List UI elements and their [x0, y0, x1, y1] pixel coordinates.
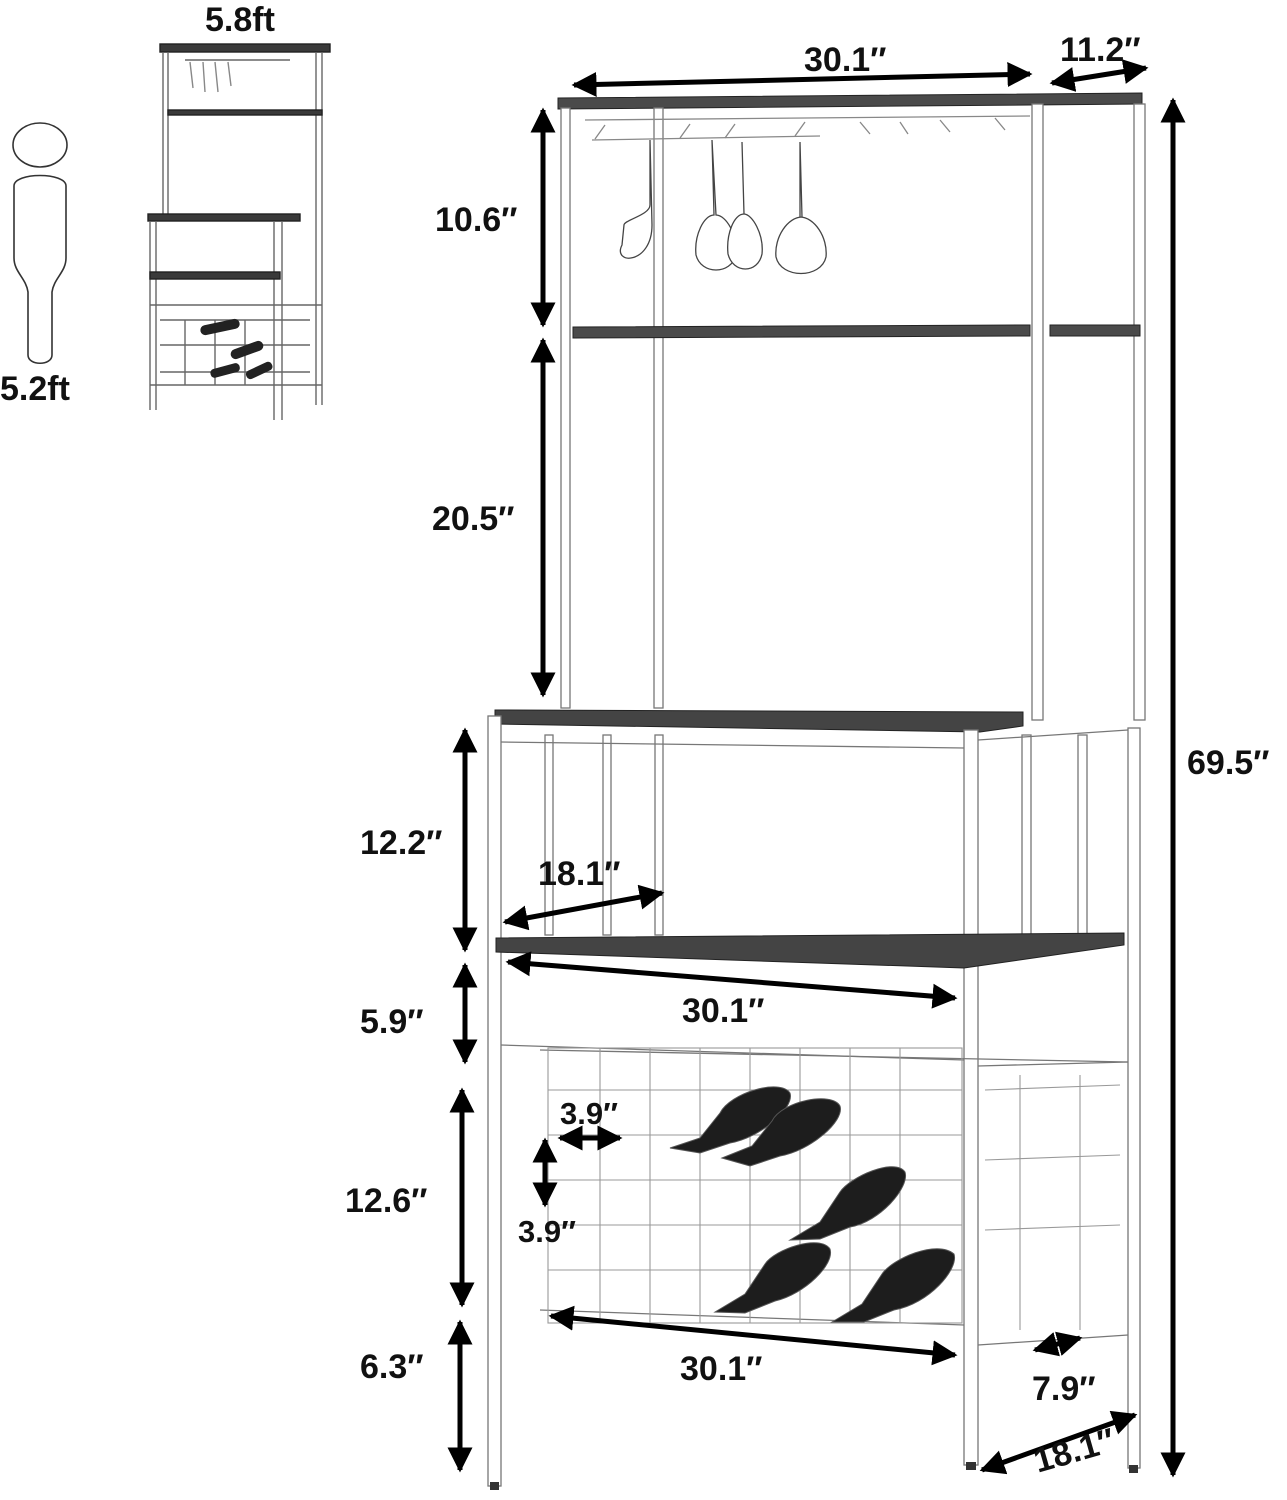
bakers-rack-illustration — [487, 92, 1146, 1490]
rack-width-label: 30.1″ — [680, 1350, 763, 1388]
lower-shelf-depth-label: 18.1″ — [538, 855, 621, 893]
rack-depth-label: 7.9″ — [1032, 1370, 1096, 1408]
person-silhouette-icon — [12, 122, 68, 365]
gap-height-label: 5.9″ — [360, 1003, 424, 1041]
bakers-rack-thumbnail — [147, 43, 331, 420]
lower-shelf-width-label: 30.1″ — [682, 992, 765, 1030]
dimension-arrows — [447, 59, 1186, 1478]
glass-section-height-label: 10.6″ — [435, 201, 518, 239]
wine-cell-width-label: 3.9″ — [560, 1096, 618, 1131]
middle-section-height-label: 12.2″ — [360, 824, 443, 862]
upper-open-height-label: 20.5″ — [432, 500, 515, 538]
top-depth-label: 11.2″ — [1060, 31, 1141, 69]
wine-rack-height-label: 12.6″ — [345, 1182, 428, 1220]
thumbnail-height-label: 5.8ft — [205, 1, 275, 39]
person-height-label: 5.2ft — [0, 370, 70, 408]
top-width-label: 30.1″ — [804, 41, 887, 79]
total-height-label: 69.5″ — [1187, 744, 1270, 782]
bottom-clearance-label: 6.3″ — [360, 1348, 424, 1386]
wine-cell-height-label: 3.9″ — [518, 1214, 576, 1249]
